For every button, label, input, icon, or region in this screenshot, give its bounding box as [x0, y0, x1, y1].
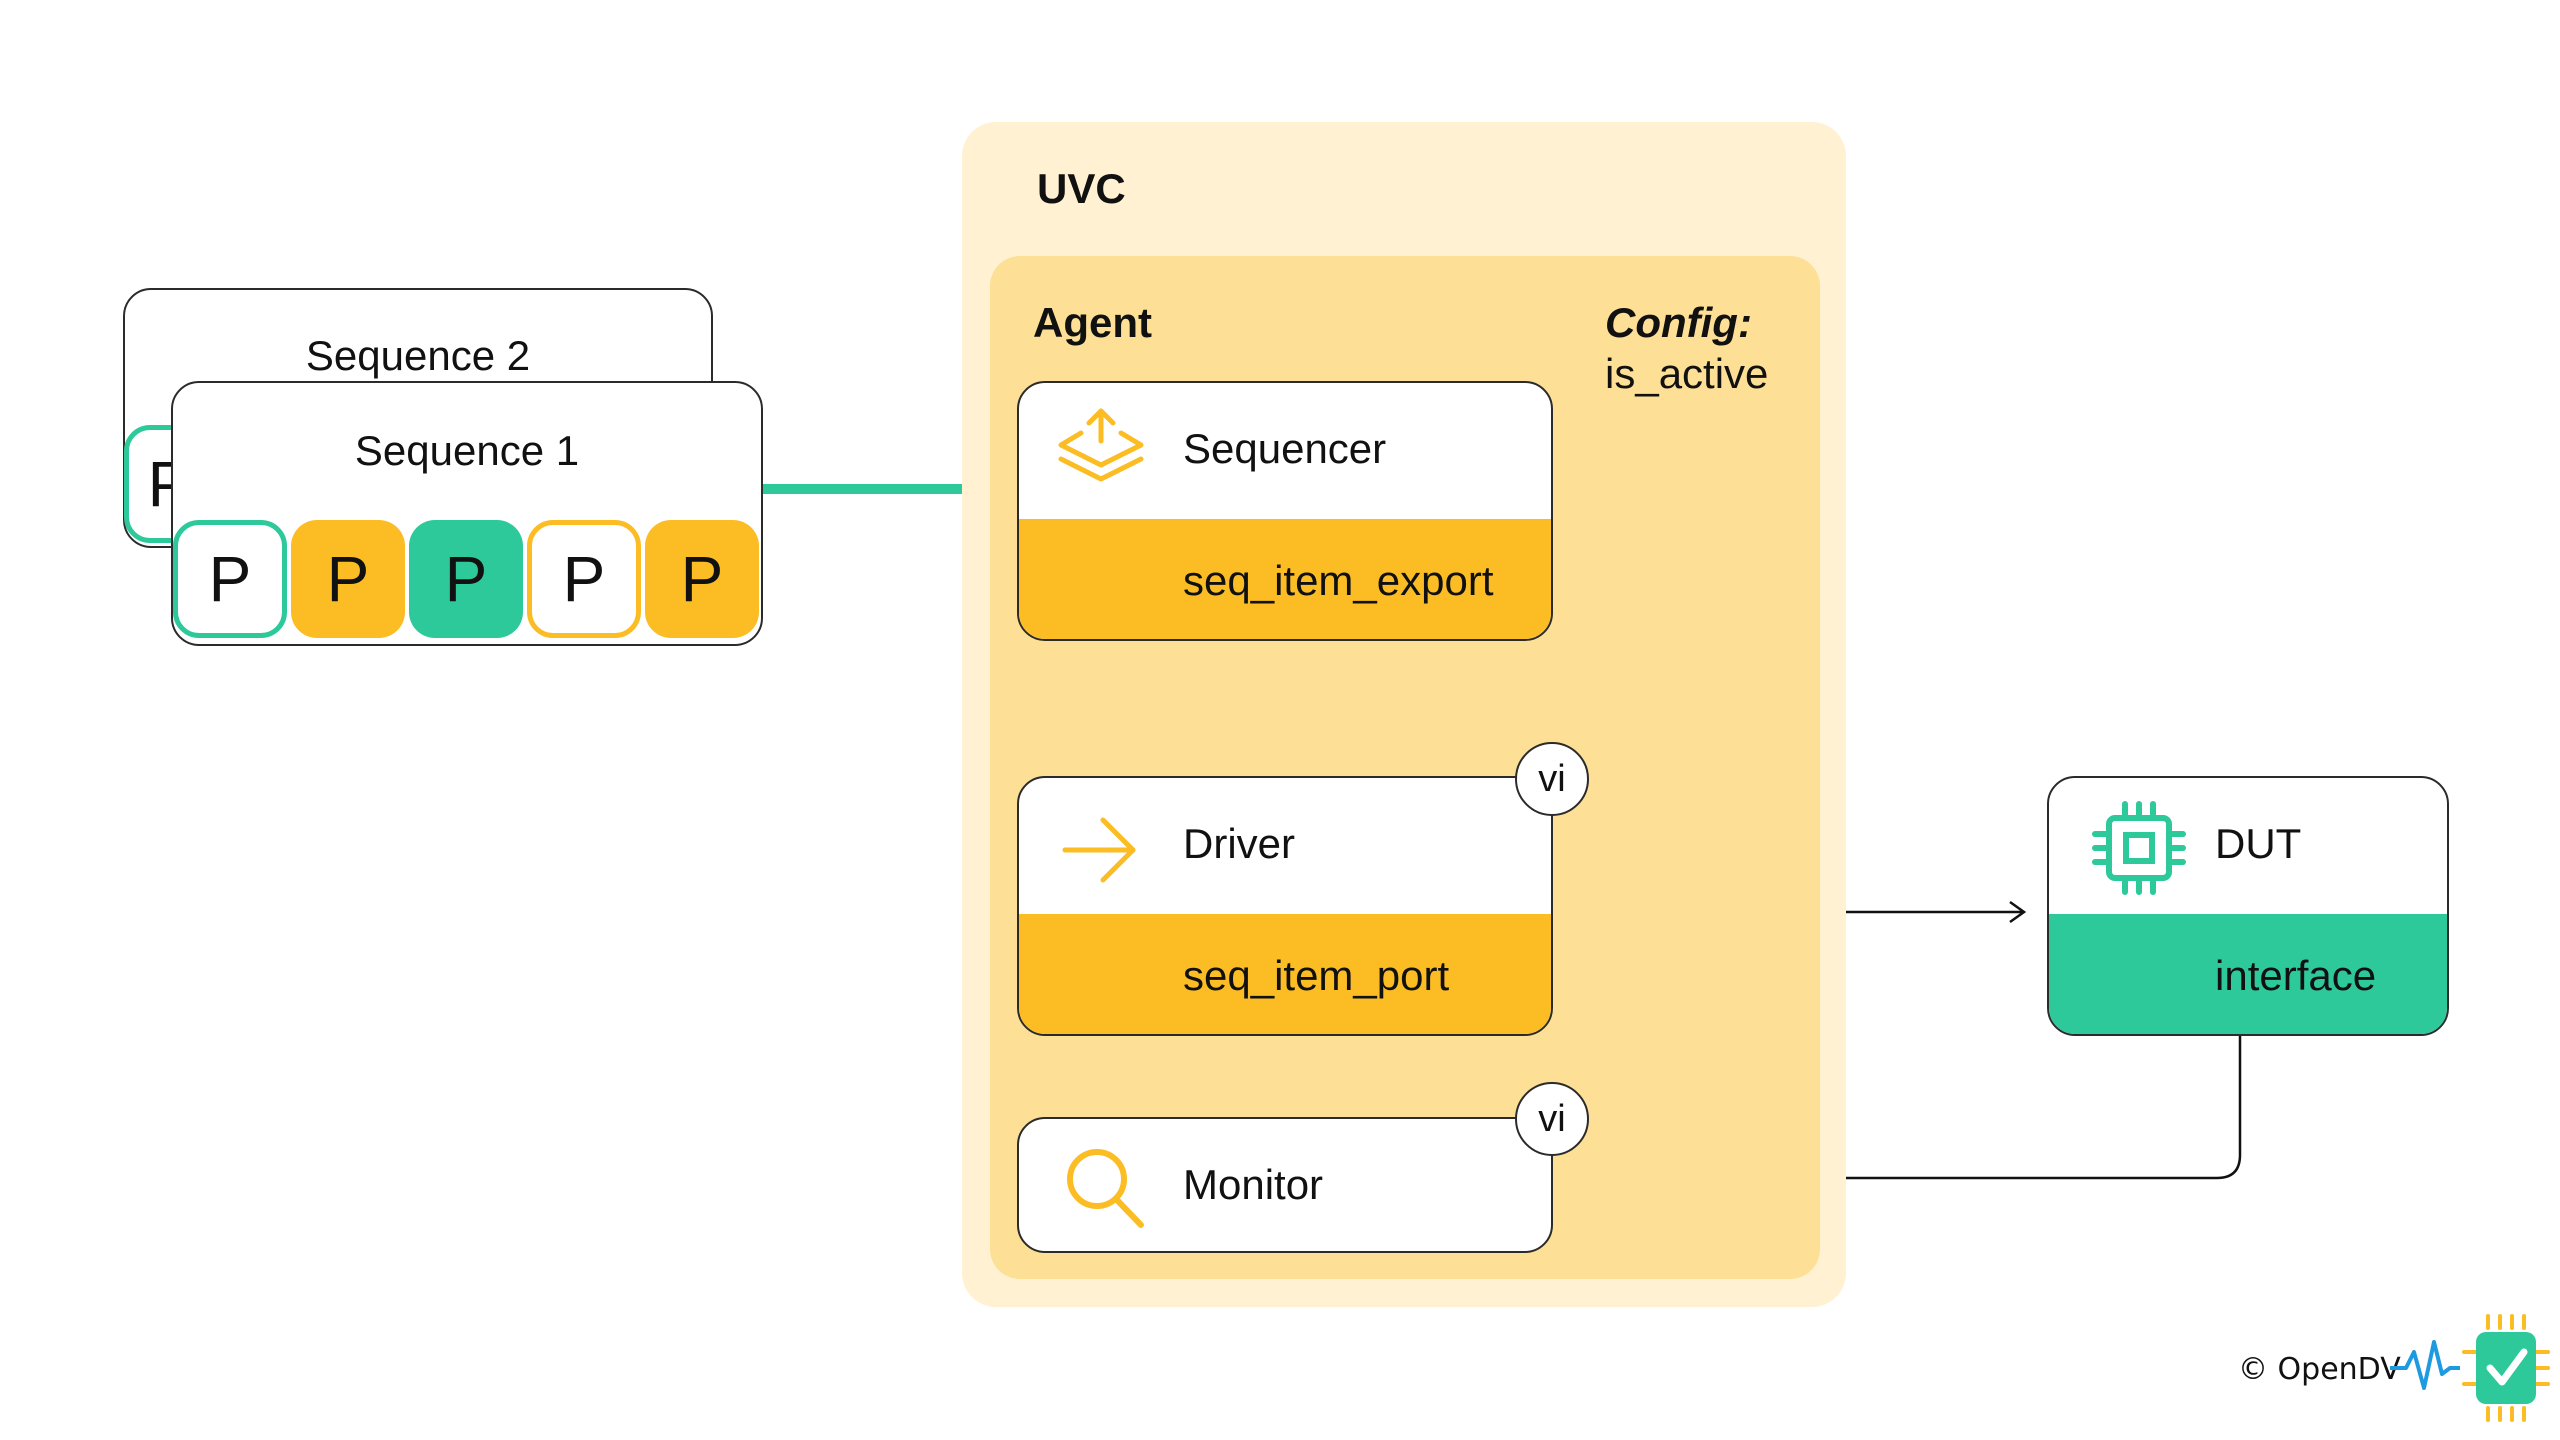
- uvc-title: UVC: [1037, 165, 1126, 212]
- interface-port[interactable]: interface: [2049, 914, 2447, 1034]
- seq-item-export-port[interactable]: seq_item_export: [1019, 519, 1551, 639]
- sequencer-label: Sequencer: [1183, 425, 1387, 472]
- sequence-item: P: [645, 520, 759, 638]
- arrow-right-icon: [1062, 817, 1136, 883]
- seq-item-port-label: seq_item_port: [1183, 952, 1450, 999]
- opendv-logo-icon: [2390, 1314, 2550, 1422]
- sequence-1-title: Sequence 1: [354, 427, 580, 474]
- sequence-2-title: Sequence 2: [305, 332, 531, 379]
- copyright-text: © OpenDV: [2238, 1352, 2401, 1387]
- config-value: is_active: [1605, 350, 1769, 397]
- seq-item-export-label: seq_item_export: [1183, 557, 1494, 604]
- interface-to-monitor-link: [1582, 1025, 2242, 1180]
- driver-vi-badge: vi: [1515, 742, 1589, 816]
- driver-box[interactable]: Driver seq_item_port: [1017, 776, 1553, 1036]
- monitor-box[interactable]: Monitor: [1017, 1117, 1553, 1253]
- dut-box[interactable]: DUT interface: [2047, 776, 2449, 1036]
- layers-upload-icon: [1058, 408, 1144, 482]
- search-icon: [1067, 1149, 1144, 1228]
- sequence-item: P: [173, 520, 287, 638]
- sequence-item: P: [409, 520, 523, 638]
- chip-icon: [2092, 801, 2186, 895]
- seq-item-port[interactable]: seq_item_port: [1019, 914, 1551, 1034]
- sequencer-box[interactable]: Sequencer seq_item_export: [1017, 381, 1553, 641]
- agent-title: Agent: [1033, 299, 1152, 346]
- config-title: Config:: [1605, 299, 1752, 346]
- sequence-item: P: [291, 520, 405, 638]
- sequence-item: P: [527, 520, 641, 638]
- monitor-label: Monitor: [1183, 1161, 1324, 1208]
- driver-label: Driver: [1183, 820, 1295, 867]
- dut-label: DUT: [2215, 820, 2302, 867]
- interface-label: interface: [2215, 952, 2377, 999]
- monitor-vi-badge: vi: [1515, 1082, 1589, 1156]
